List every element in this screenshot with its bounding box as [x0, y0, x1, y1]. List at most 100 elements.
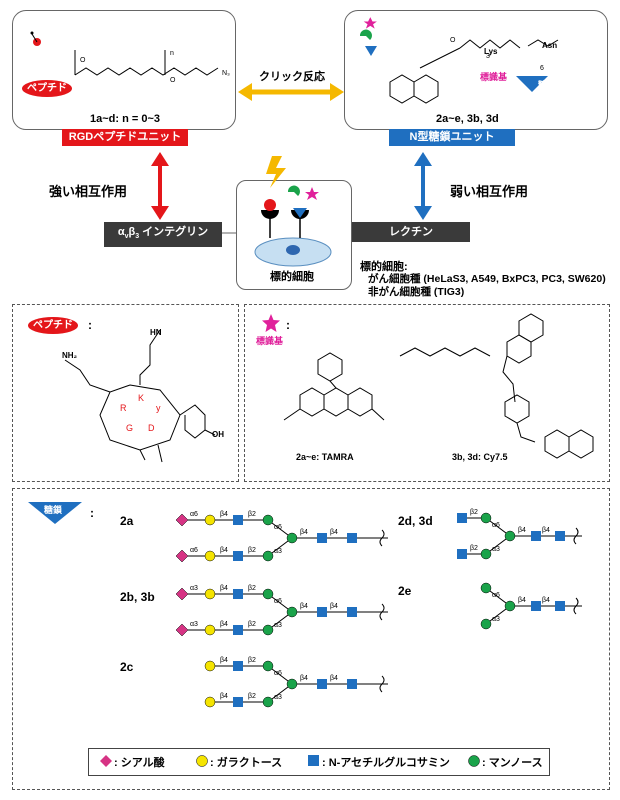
label-star-icon — [262, 314, 280, 332]
svg-text:O: O — [170, 77, 176, 84]
residue-y: y — [156, 403, 161, 413]
peptide-oh: OH — [212, 430, 224, 439]
right-unit-compound-label: 2a~e, 3b, 3d — [436, 113, 499, 125]
svg-text:α6: α6 — [190, 547, 198, 554]
svg-text:n: n — [170, 50, 174, 57]
peptide-peg-structure: n N₃ O O — [30, 31, 230, 84]
legend-mannose-label: : マンノース — [482, 757, 543, 769]
svg-text:β4: β4 — [542, 597, 550, 604]
svg-text:β4: β4 — [220, 511, 228, 518]
glycan-colon: : — [90, 506, 94, 520]
svg-text:β2: β2 — [248, 621, 256, 628]
svg-text:O: O — [80, 57, 86, 64]
peptide-structure-panel — [12, 304, 239, 482]
svg-text:β4: β4 — [330, 675, 338, 682]
legend-box — [88, 748, 550, 776]
legend-galactose-label: : ガラクトース — [210, 757, 283, 769]
residue-g: G — [126, 423, 134, 433]
glycan-structure-panel — [12, 488, 610, 790]
svg-text:β4: β4 — [300, 675, 308, 682]
glycan-tag-label: 糖鎖 — [44, 505, 63, 515]
weak-interaction-arrow — [414, 152, 432, 220]
compound-2a: 2a — [120, 514, 134, 528]
svg-text:β4: β4 — [220, 547, 228, 554]
click-reaction-arrow — [238, 83, 344, 101]
legend-galactose-icon — [196, 755, 208, 767]
svg-text:N₃: N₃ — [222, 70, 230, 77]
svg-text:β4: β4 — [330, 529, 338, 536]
svg-text:β2: β2 — [470, 545, 478, 552]
svg-text:O: O — [450, 37, 456, 44]
cancer-cell-lines: がん細胞種 (HeLaS3, A549, BxPC3, PC3, SW620) — [368, 273, 606, 285]
glycan-tag-icon — [28, 502, 82, 524]
n-glycan-unit-panel — [344, 10, 608, 130]
svg-text:β2: β2 — [248, 547, 256, 554]
svg-text:α6: α6 — [492, 522, 500, 529]
svg-text:3: 3 — [486, 53, 490, 60]
lectin-bar: レクチン — [352, 222, 470, 242]
svg-text:α3: α3 — [492, 546, 500, 553]
svg-text:β4: β4 — [220, 585, 228, 592]
svg-text:6: 6 — [540, 65, 544, 72]
label-structure-panel — [244, 304, 610, 482]
svg-text:β4: β4 — [518, 527, 526, 534]
sugar-tag-top: 糖鎖 — [538, 80, 557, 90]
compound-2c: 2c — [120, 660, 134, 674]
peptide-pill-detail: ペプチド — [28, 317, 78, 334]
svg-text:α6: α6 — [274, 524, 282, 531]
peptide-pill: ペプチド — [22, 80, 72, 97]
peptide-nh2: NH₂ — [62, 351, 78, 360]
compound-2d-3d: 2d, 3d — [398, 514, 433, 528]
cy75-caption: 3b, 3d: Cy7.5 — [452, 452, 508, 462]
target-cell-panel — [236, 180, 352, 290]
integrin-bar: αvβ3 インテグリン — [104, 222, 222, 248]
target-cell-illustration — [254, 156, 332, 267]
label-group-tag: 標識基 — [256, 336, 284, 346]
svg-text:α3: α3 — [274, 694, 282, 701]
residue-d: D — [148, 423, 155, 433]
compound-2b-3b: 2b, 3b — [120, 590, 155, 604]
legend-glcnac-label: : N-アセチルグルコサミン — [322, 757, 450, 769]
label-group-tag-top: 標識基 — [480, 72, 508, 82]
glycan-2d-diagram: β2 β2 α6 α3 β4 β4 — [457, 509, 582, 560]
click-reaction-label: クリック反応 — [259, 71, 325, 83]
svg-text:α6: α6 — [274, 670, 282, 677]
svg-text:α3: α3 — [274, 622, 282, 629]
compound-2e: 2e — [398, 584, 412, 598]
legend-glcnac-icon — [308, 755, 319, 766]
svg-text:β4: β4 — [330, 603, 338, 610]
residue-r: R — [120, 403, 127, 413]
strong-interaction-arrow — [151, 152, 169, 220]
tamra-caption: 2a~e: TAMRA — [296, 452, 354, 462]
svg-text:β4: β4 — [220, 693, 228, 700]
svg-text:β4: β4 — [220, 621, 228, 628]
weak-interaction-label: 弱い相互作用 — [450, 184, 529, 199]
svg-text:α6: α6 — [190, 511, 198, 518]
svg-text:β4: β4 — [542, 527, 550, 534]
label-colon: : — [286, 318, 290, 332]
cy75-structure — [399, 313, 594, 459]
svg-text:β4: β4 — [518, 597, 526, 604]
rgd-peptide-unit-bar: RGDペプチドユニット — [62, 129, 188, 146]
cyclic-rgd-structure — [64, 329, 216, 463]
svg-text:α3: α3 — [190, 585, 198, 592]
svg-text:α3: α3 — [492, 616, 500, 623]
left-unit-compound-label: 1a~d: n = 0~3 — [90, 113, 161, 125]
svg-text:β2: β2 — [470, 509, 478, 516]
svg-text:β2: β2 — [248, 693, 256, 700]
glycan-dibenzocyclooctyne-structure: O 3 6 — [359, 17, 559, 104]
peptide-hn: HN — [150, 328, 162, 337]
legend-mannose-icon — [468, 755, 480, 767]
target-cell-label: 標的細胞 — [270, 271, 314, 283]
residue-k: K — [138, 393, 145, 403]
legend-sialic-icon — [100, 755, 112, 767]
svg-text:β2: β2 — [248, 511, 256, 518]
svg-text:α3: α3 — [190, 621, 198, 628]
n-glycan-unit-bar: N型糖鎖ユニット — [389, 129, 515, 146]
asn-label: Asn — [542, 41, 558, 50]
svg-text:α3: α3 — [274, 548, 282, 555]
svg-text:β2: β2 — [248, 585, 256, 592]
